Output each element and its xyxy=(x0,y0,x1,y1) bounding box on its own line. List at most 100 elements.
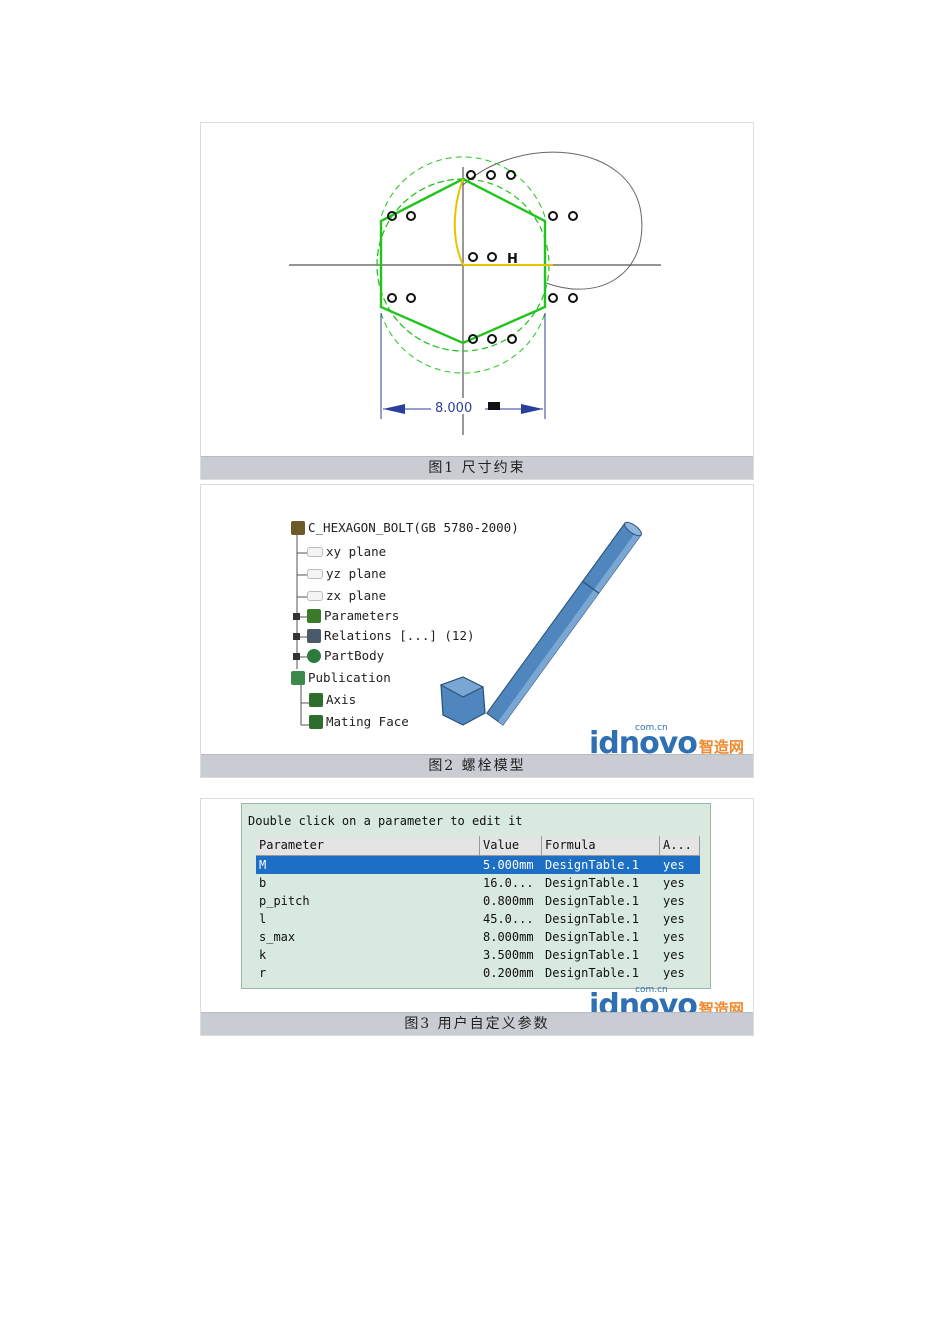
dashed-arc-3 xyxy=(380,312,546,374)
cell-formula: DesignTable.1 xyxy=(545,966,639,980)
table-row[interactable]: r 0.200mm DesignTable.1 yes xyxy=(256,964,700,982)
figure-2: C_HEXAGON_BOLT(GB 5780-2000) xy plane yz… xyxy=(200,484,754,778)
table-row[interactable]: s_max 8.000mm DesignTable.1 yes xyxy=(256,928,700,946)
expand-icon[interactable] xyxy=(293,652,300,660)
axis-icon xyxy=(309,693,323,707)
cell-active: yes xyxy=(663,894,685,908)
cell-formula: DesignTable.1 xyxy=(545,930,639,944)
cell-active: yes xyxy=(663,858,685,872)
figure-2-caption: 图2 螺栓模型 xyxy=(201,754,753,777)
cell-value: 8.000mm xyxy=(483,930,534,944)
figure-1: H 8.000 图1 尺寸约束 xyxy=(200,122,754,480)
constraint-symbols-lower-right xyxy=(548,293,578,303)
cell-active: yes xyxy=(663,912,685,926)
expand-icon[interactable] xyxy=(293,612,300,620)
cell-active: yes xyxy=(663,966,685,980)
dimension-lock-icon xyxy=(488,402,500,410)
constraint-symbols-bottom xyxy=(468,334,517,344)
watermark-domain: com.cn xyxy=(635,985,668,995)
column-header-parameter[interactable]: Parameter xyxy=(256,836,480,855)
thread-boundary xyxy=(582,580,600,594)
table-header: Parameter Value Formula A... xyxy=(256,836,700,856)
bolt-shaft-highlight xyxy=(498,531,642,725)
cell-active: yes xyxy=(663,930,685,944)
cell-active: yes xyxy=(663,876,685,890)
dimension-arrow-left xyxy=(383,404,405,414)
relations-icon xyxy=(307,629,321,643)
parameters-icon xyxy=(307,609,321,623)
constraint-symbols-center xyxy=(468,252,497,262)
cell-active: yes xyxy=(663,948,685,962)
table-row[interactable]: M 5.000mm DesignTable.1 yes xyxy=(256,856,700,874)
tree-item-yz-plane[interactable]: yz plane xyxy=(307,565,386,583)
yellow-vertical-arc xyxy=(453,178,464,266)
edit-prompt: Double click on a parameter to edit it xyxy=(248,814,523,828)
tree-item-partbody[interactable]: PartBody xyxy=(293,647,384,665)
dashed-arc-1 xyxy=(376,178,464,352)
expand-icon[interactable] xyxy=(293,632,300,640)
figure-3: Double click on a parameter to edit it P… xyxy=(200,798,754,1036)
watermark-main: idnovo xyxy=(589,726,698,761)
tree-item-xy-plane[interactable]: xy plane xyxy=(307,543,386,561)
partbody-icon xyxy=(307,649,321,663)
cell-value: 5.000mm xyxy=(483,858,534,872)
cell-formula: DesignTable.1 xyxy=(545,858,639,872)
watermark-domain: com.cn xyxy=(635,723,668,733)
constraint-symbols-top xyxy=(466,170,516,180)
cell-parameter: b xyxy=(259,876,267,890)
table-row[interactable]: b 16.0... DesignTable.1 yes xyxy=(256,874,700,892)
constraint-symbols-upper-right xyxy=(548,211,578,221)
plane-icon xyxy=(307,547,323,557)
constraint-h-label: H xyxy=(507,252,518,267)
cell-parameter: s_max xyxy=(259,930,296,944)
outer-gray-arc xyxy=(462,151,643,290)
bolt-tip xyxy=(624,521,642,537)
tree-item-relations[interactable]: Relations [...] (12) xyxy=(293,627,475,645)
tree-item-publication[interactable]: Publication xyxy=(291,669,391,687)
tree-item-axis[interactable]: Axis xyxy=(309,691,356,709)
table-row[interactable]: k 3.500mm DesignTable.1 yes xyxy=(256,946,700,964)
dimension-label: 8.000 xyxy=(435,401,472,416)
cell-parameter: l xyxy=(259,912,267,926)
constraint-symbols-lower-left xyxy=(387,293,416,303)
bolt-shaft xyxy=(486,522,642,726)
watermark-logo: idnovo 智造网 com.cn xyxy=(589,723,744,761)
part-icon xyxy=(291,521,305,535)
cell-parameter: M xyxy=(259,858,267,872)
cell-parameter: p_pitch xyxy=(259,894,310,908)
cell-value: 0.200mm xyxy=(483,966,534,980)
cell-formula: DesignTable.1 xyxy=(545,948,639,962)
tree-item-zx-plane[interactable]: zx plane xyxy=(307,587,386,605)
bolt-head-face xyxy=(439,676,485,698)
sketch-drawing: H 8.000 xyxy=(289,151,661,435)
constraint-symbols-upper-left xyxy=(387,211,416,221)
figure-1-caption: 图1 尺寸约束 xyxy=(201,456,753,479)
bolt-3d-model[interactable] xyxy=(201,485,753,755)
cell-parameter: k xyxy=(259,948,267,962)
dashed-arc-2 xyxy=(380,156,546,218)
cell-value: 3.500mm xyxy=(483,948,534,962)
cell-parameter: r xyxy=(259,966,267,980)
tree-item-mating-face[interactable]: Mating Face xyxy=(309,713,409,731)
cell-value: 45.0... xyxy=(483,912,534,926)
mating-face-icon xyxy=(309,715,323,729)
cell-value: 16.0... xyxy=(483,876,534,890)
tree-item-parameters[interactable]: Parameters xyxy=(293,607,399,625)
hexagon-profile xyxy=(379,177,547,345)
column-header-active[interactable]: A... xyxy=(660,836,700,855)
tree-root[interactable]: C_HEXAGON_BOLT(GB 5780-2000) xyxy=(291,519,519,537)
cell-value: 0.800mm xyxy=(483,894,534,908)
publication-icon xyxy=(291,671,305,685)
cell-formula: DesignTable.1 xyxy=(545,876,639,890)
column-header-formula[interactable]: Formula xyxy=(542,836,660,855)
parameter-panel: Double click on a parameter to edit it P… xyxy=(241,803,711,989)
table-row[interactable]: l 45.0... DesignTable.1 yes xyxy=(256,910,700,928)
cell-formula: DesignTable.1 xyxy=(545,912,639,926)
watermark-cn: 智造网 xyxy=(698,738,744,756)
dimension-label-bg xyxy=(431,398,485,414)
tree-root-label: C_HEXAGON_BOLT(GB 5780-2000) xyxy=(308,520,519,535)
column-header-value[interactable]: Value xyxy=(480,836,542,855)
